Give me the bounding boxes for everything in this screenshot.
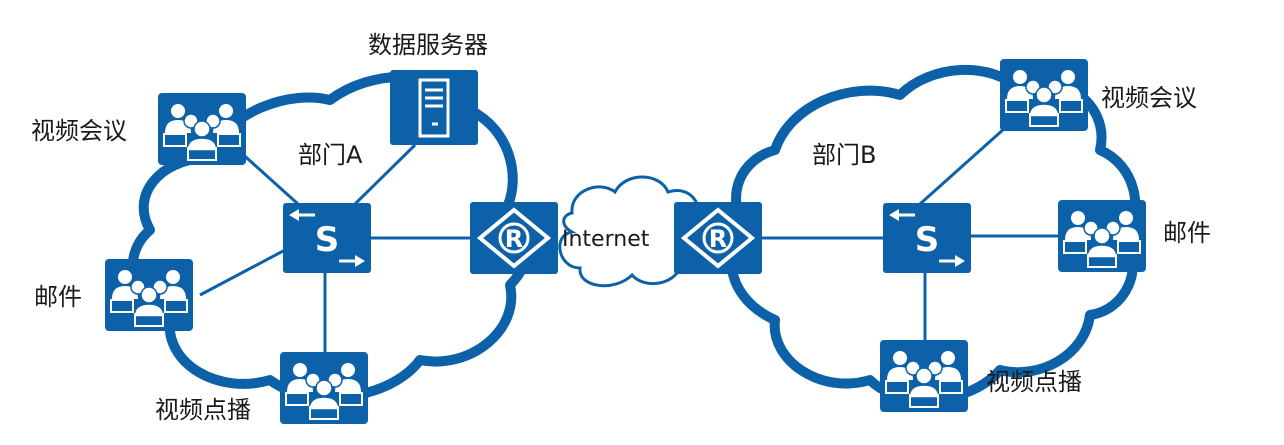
switch-icon-b [881,201,973,275]
label-mail-a: 邮件 [34,283,82,311]
video-conference-icon-a [157,92,247,166]
mail-user-group-icon-a [104,258,194,332]
switch-icon-a [281,201,373,275]
label-video-conf-a: 视频会议 [31,117,127,145]
video-on-demand-icon-a [279,351,369,425]
link-switchA-mail [199,248,286,297]
label-mail-b: 邮件 [1163,219,1211,247]
label-dept-b: 部门B [812,141,876,169]
label-vod-b: 视频点播 [986,368,1082,396]
link-switchA-video [236,148,300,206]
server-icon [390,70,478,145]
label-vod-a: 视频点播 [155,396,251,424]
router-icon-b [672,200,764,276]
video-on-demand-icon-b [879,339,969,413]
label-data-server: 数据服务器 [368,31,488,59]
link-switchB-video [919,126,1006,206]
label-video-conf-b: 视频会议 [1101,84,1197,112]
video-conference-icon-b [999,58,1089,132]
label-internet: Internet [562,227,650,252]
mail-user-group-icon-b [1057,199,1147,273]
router-icon-a [468,200,560,276]
label-dept-a: 部门A [298,141,363,169]
link-switchA-server [353,143,417,206]
